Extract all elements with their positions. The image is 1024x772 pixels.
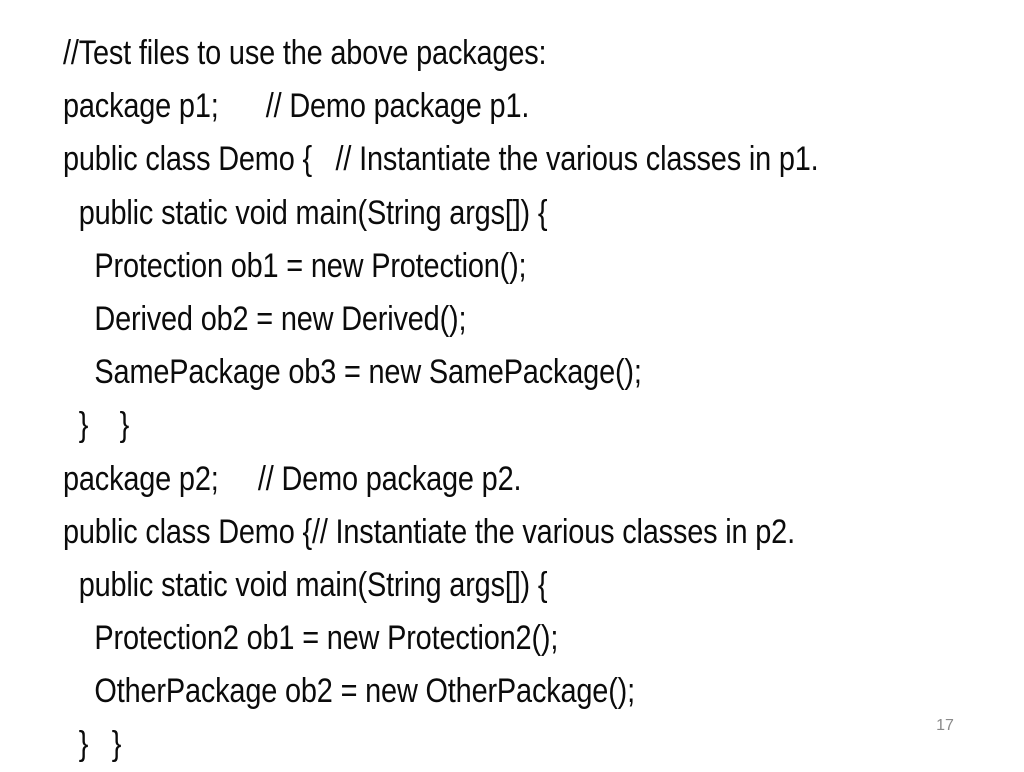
code-line: Protection ob1 = new Protection();: [63, 246, 527, 285]
code-line: OtherPackage ob2 = new OtherPackage();: [63, 672, 635, 711]
code-line: SamePackage ob3 = new SamePackage();: [63, 353, 642, 392]
code-line: public static void main(String args[]) {: [63, 565, 548, 604]
code-line: package p2; // Demo package p2.: [63, 459, 522, 498]
code-line: } }: [63, 725, 122, 764]
slide-page-number: 17: [936, 717, 954, 734]
code-line: //Test files to use the above packages:: [63, 34, 547, 72]
code-line: package p1; // Demo package p1.: [63, 87, 530, 126]
code-line: public class Demo { // Instantiate the v…: [63, 140, 819, 179]
code-text-block: //Test files to use the above packages: …: [63, 27, 1023, 772]
code-line: public class Demo {// Instantiate the va…: [63, 512, 795, 551]
code-line: public static void main(String args[]) {: [63, 193, 548, 232]
code-line: Derived ob2 = new Derived();: [63, 299, 467, 338]
code-line: } }: [63, 406, 130, 445]
code-line: Protection2 ob1 = new Protection2();: [63, 619, 559, 658]
